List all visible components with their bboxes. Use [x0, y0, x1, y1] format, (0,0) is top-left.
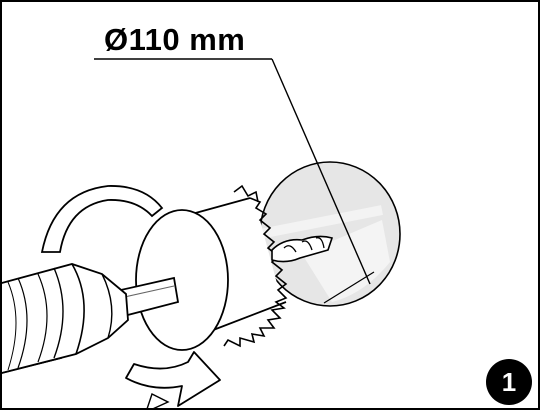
drill-chuck-icon: [2, 263, 129, 374]
hole-outline: [259, 161, 401, 307]
rotation-arrow-back: [40, 185, 164, 253]
diameter-label: Ø110 mm: [104, 22, 246, 57]
drill-bit-icon: [271, 235, 334, 263]
rotation-arrow-icon: [125, 351, 221, 408]
hole-saw-icon: [135, 184, 288, 351]
step-number-badge: 1: [486, 359, 532, 405]
dimension-leader: [94, 58, 375, 304]
